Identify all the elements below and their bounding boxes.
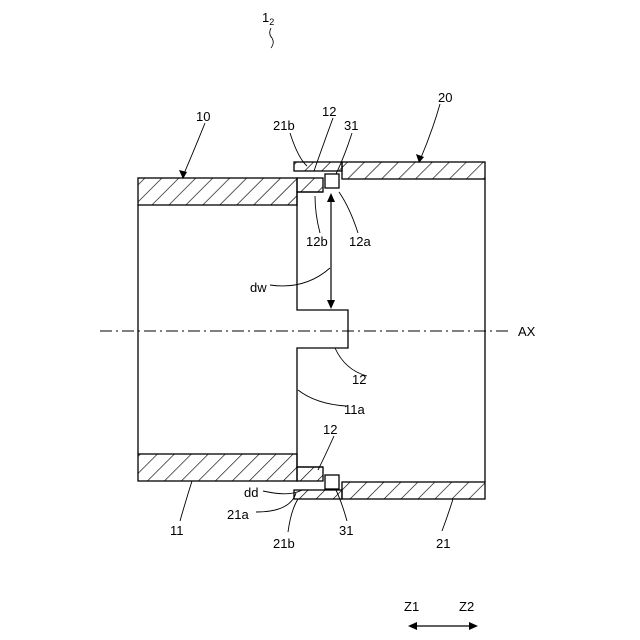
label-12b: 12b — [306, 234, 328, 249]
label-11a: 11a — [344, 402, 365, 417]
label-10: 10 — [196, 109, 210, 124]
label-31-top: 31 — [344, 118, 358, 133]
dw-dimension-arrow — [327, 193, 335, 309]
z-direction-arrow — [408, 622, 478, 630]
label-dw: dw — [250, 280, 267, 295]
label-11: 11 — [170, 523, 184, 538]
figure-id: 12 — [262, 10, 274, 27]
label-12a: 12a — [349, 234, 371, 249]
label-12-top: 12 — [322, 104, 336, 119]
part-10-tube — [138, 178, 348, 481]
figure-id-leader — [270, 28, 274, 48]
label-12-mid: 12 — [352, 372, 366, 387]
seal-31-bottom — [325, 475, 339, 489]
label-ax: AX — [518, 324, 536, 339]
label-dd: dd — [244, 485, 258, 500]
label-12-bottom: 12 — [323, 422, 337, 437]
label-21b-top: 21b — [273, 118, 295, 133]
label-21b-bottom: 21b — [273, 536, 295, 551]
label-31-bottom: 31 — [339, 523, 353, 538]
seal-31-top — [325, 174, 339, 188]
label-z2: Z2 — [459, 599, 474, 614]
label-21a: 21a — [227, 507, 249, 522]
label-21: 21 — [436, 536, 450, 551]
label-z1: Z1 — [404, 599, 419, 614]
label-20: 20 — [438, 90, 452, 105]
